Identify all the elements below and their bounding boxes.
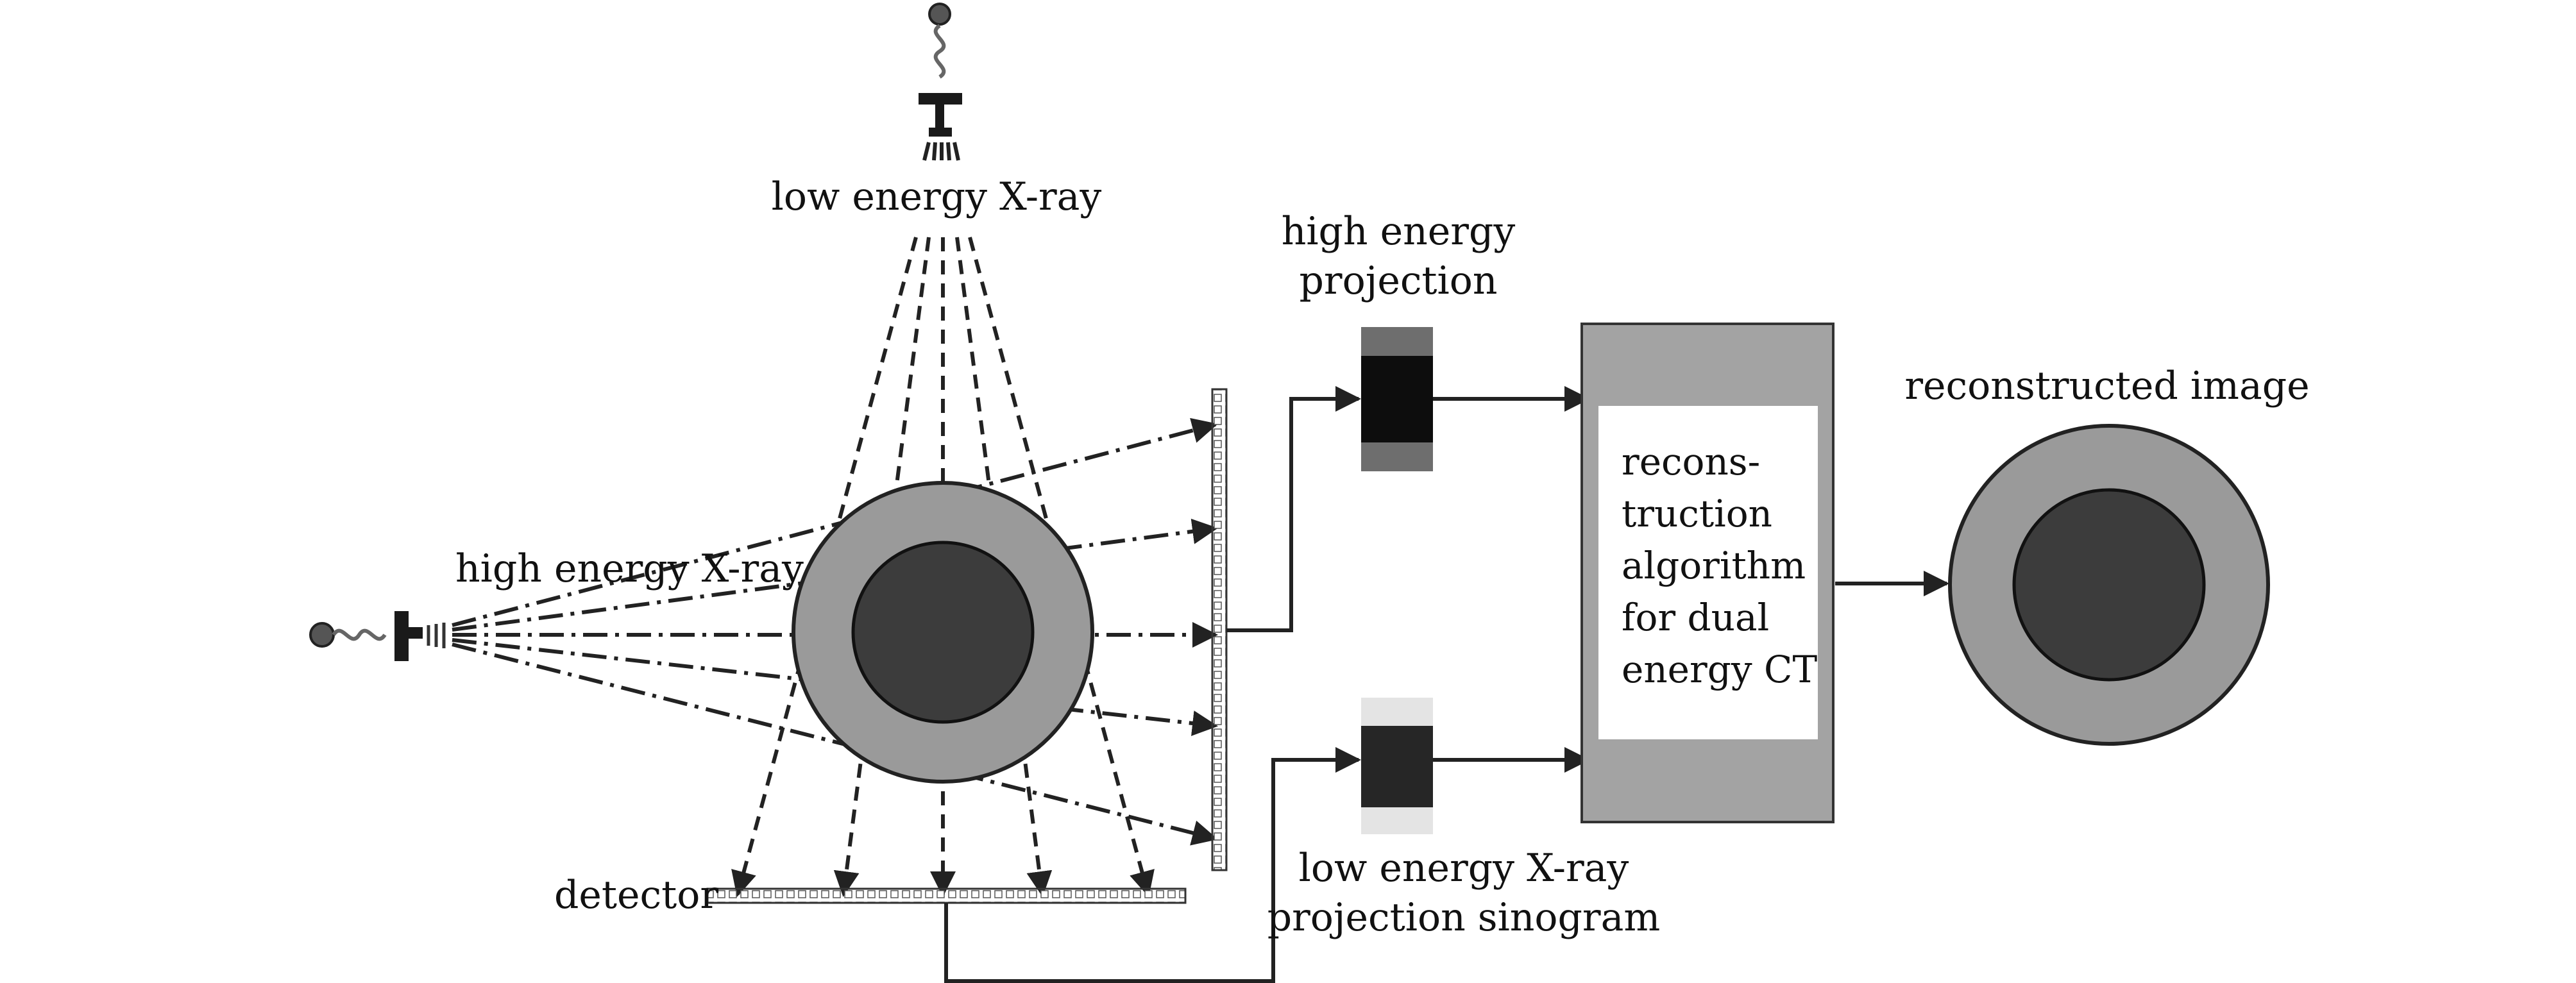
algorithm-label-line: energy CT xyxy=(1622,648,1818,691)
high-energy-projection-image xyxy=(1361,327,1433,471)
reconstructed-image-label: reconstructed image xyxy=(1904,364,2310,408)
algorithm-label-line: algorithm xyxy=(1622,544,1806,587)
vertical-detector xyxy=(1211,388,1228,871)
algorithm-label: recons- truction algorithm for dual ener… xyxy=(1622,436,1818,696)
low-energy-projection-label-line1: low energy X-ray xyxy=(1298,846,1629,891)
low-energy-signal-line xyxy=(944,747,1361,983)
algorithm-label-line: for dual xyxy=(1622,596,1770,639)
low-energy-projection-image xyxy=(1361,698,1433,834)
reconstructed-image-disk xyxy=(1948,424,2270,746)
scanned-object xyxy=(792,481,1094,784)
low-energy-projection-label-line2: projection sinogram xyxy=(1267,895,1661,940)
algorithm-label-line: recons- xyxy=(1622,440,1761,483)
high-energy-projection-label-line2: projection xyxy=(1299,258,1498,303)
horizontal-detector xyxy=(706,887,1187,904)
xray-tube-icon-high xyxy=(309,611,446,661)
algorithm-box xyxy=(1580,323,1835,823)
high-energy-xray-label: high energy X-ray xyxy=(455,546,804,591)
detector-label: detector xyxy=(554,873,719,918)
algorithm-label-line: truction xyxy=(1622,492,1773,535)
xray-tube-icon-low xyxy=(919,3,962,161)
high-energy-signal-line xyxy=(1226,386,1361,632)
low-energy-xray-label: low energy X-ray xyxy=(771,174,1102,219)
high-energy-projection-label-line1: high energy xyxy=(1281,209,1516,254)
